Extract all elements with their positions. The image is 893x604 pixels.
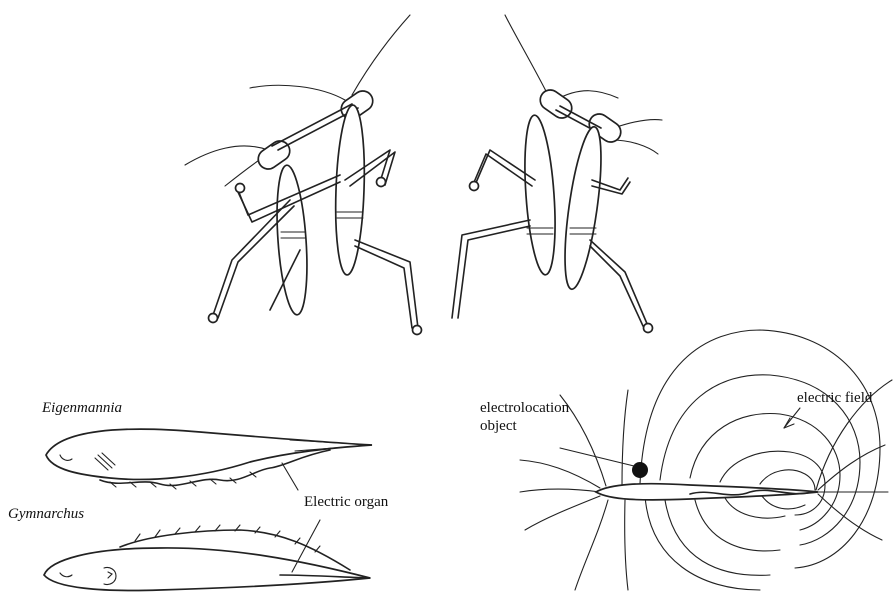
gymnarchus-label: Gymnarchus xyxy=(8,506,84,522)
eigenmannia-fish-drawing xyxy=(46,429,372,489)
right-robot-drawing xyxy=(452,15,662,333)
left-robot-drawing xyxy=(185,15,422,335)
electric-organ-pointer-upper xyxy=(282,463,298,490)
eigenmannia-label: Eigenmannia xyxy=(41,400,122,416)
electric-organ-label: Electric organ xyxy=(304,494,389,510)
electric-field-diagram xyxy=(520,330,892,590)
electrolocation-label-line1: electrolocation xyxy=(480,400,570,416)
electric-field-label: electric field xyxy=(797,390,873,406)
gymnarchus-fish-drawing xyxy=(44,525,370,590)
electrolocation-object-dot xyxy=(632,462,648,478)
electrolocation-label-line2: object xyxy=(480,418,517,434)
